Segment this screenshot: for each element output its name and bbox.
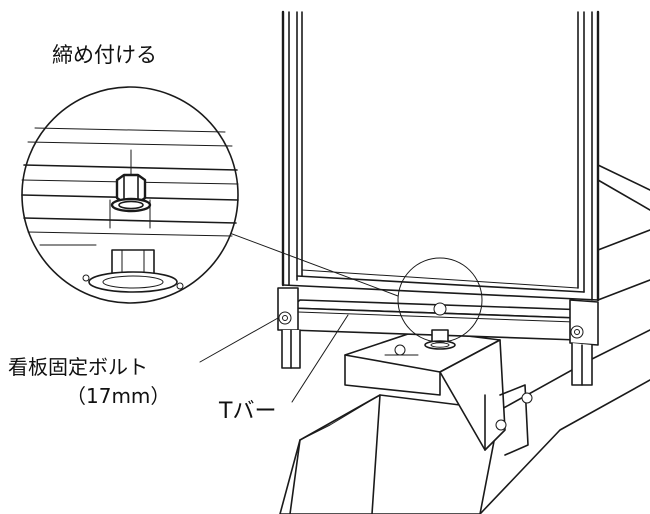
label-bolt-size: （17mm） xyxy=(66,384,171,408)
detail-magnified xyxy=(21,86,239,304)
label-tighten: 締め付ける xyxy=(52,43,157,67)
leader-tbar xyxy=(291,314,349,403)
center-bolt xyxy=(424,302,456,350)
rear-frame xyxy=(597,164,650,301)
label-sign-fixing-bolt: 看板固定ボルト xyxy=(8,355,148,379)
mounting-bracket xyxy=(344,329,533,456)
right-post xyxy=(569,299,599,386)
sign-panel xyxy=(281,10,600,302)
label-t-bar: Tバー xyxy=(219,399,277,424)
left-post xyxy=(277,287,301,369)
detail-circle-small xyxy=(397,257,483,343)
base-beam xyxy=(279,329,650,514)
leader-bolt xyxy=(199,317,279,363)
